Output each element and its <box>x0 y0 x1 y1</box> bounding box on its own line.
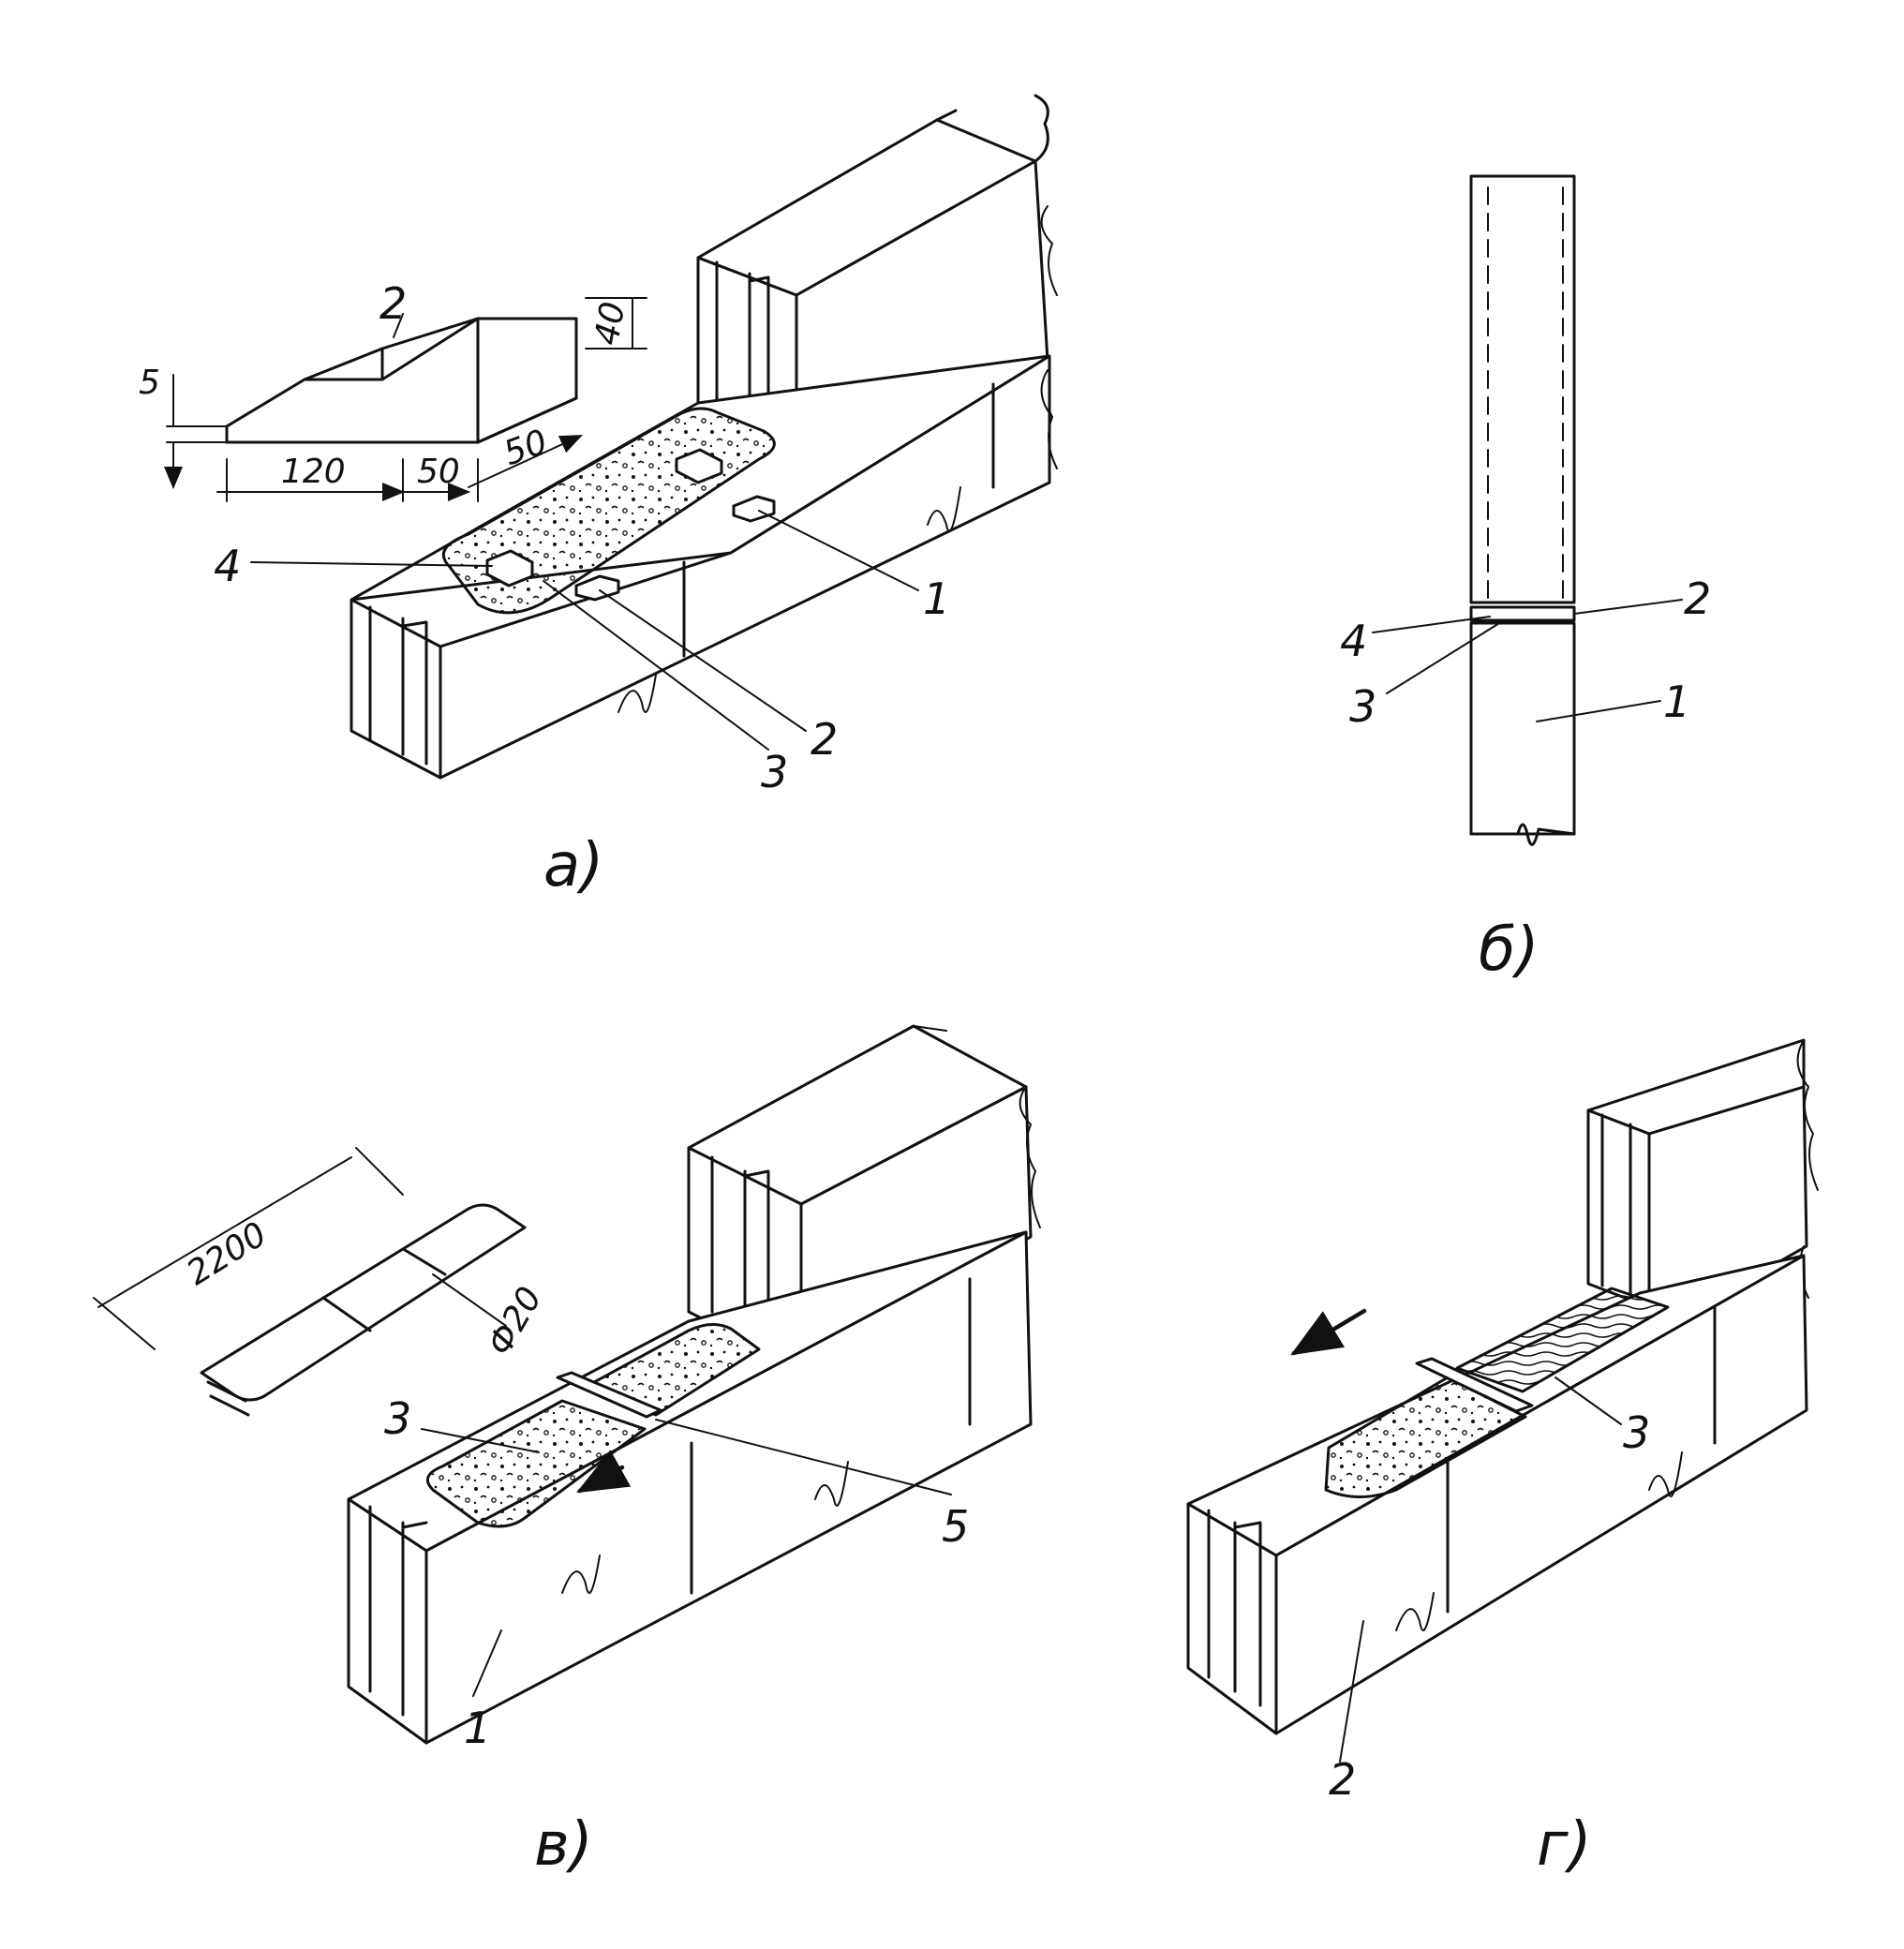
panel-b-upper-block <box>1469 174 1576 604</box>
panel-d-divider <box>1415 1357 1534 1413</box>
panel-c-tray-plan: 2200 Ф20 <box>93 1147 550 1417</box>
panel-a-insert-label-2: 2 <box>379 278 407 329</box>
panel-d: 3 2 г) <box>1186 1038 1819 1880</box>
panel-a-dim-50-a: 50 <box>417 453 460 491</box>
panel-b-label-2: 2 <box>1684 573 1711 624</box>
panel-d-levelled-layer <box>1455 1287 1670 1393</box>
panel-c: 3 5 1 в) 2200 Ф20 <box>93 1024 1041 1880</box>
panel-c-label-5: 5 <box>942 1501 969 1552</box>
panel-c-caption: в) <box>534 1810 593 1880</box>
panel-c-label-3: 3 <box>384 1393 411 1444</box>
panel-c-dim-2200: 2200 <box>180 1215 273 1293</box>
panel-a-label-4: 4 <box>214 541 241 591</box>
panel-d-label-2: 2 <box>1329 1754 1356 1805</box>
panel-a: 4 1 2 3 а) 2 5 40 120 50 50 <box>139 94 1058 900</box>
panel-c-tray-1 <box>425 1399 647 1528</box>
panel-c-tray-2 <box>584 1323 761 1417</box>
panel-c-label-1: 1 <box>464 1703 491 1753</box>
panel-a-dim-40: 40 <box>588 299 632 348</box>
panel-b-label-4: 4 <box>1340 616 1367 666</box>
panel-a-label-1: 1 <box>923 573 950 624</box>
panel-d-mortar <box>1324 1376 1527 1498</box>
panel-d-label-3: 3 <box>1623 1407 1650 1458</box>
panel-a-label-2: 2 <box>811 714 838 765</box>
panel-a-caption: а) <box>543 831 603 900</box>
panel-a-dim-5: 5 <box>139 364 160 402</box>
panel-a-wedge-2 <box>574 574 620 602</box>
panel-b-joint <box>1469 605 1576 622</box>
panel-b: 2 4 3 1 б) <box>1340 174 1711 985</box>
panel-b-lower-block <box>1469 621 1576 836</box>
panel-d-upper-block <box>1586 1038 1819 1337</box>
panel-c-divider-5 <box>556 1371 662 1419</box>
panel-a-wedge-detail: 2 5 40 120 50 50 <box>139 278 647 501</box>
panel-d-caption: г) <box>1537 1810 1592 1880</box>
panel-c-dim-phi20: Ф20 <box>481 1281 550 1362</box>
panel-a-wedge-right <box>732 495 776 523</box>
panel-a-dim-120: 120 <box>281 453 346 491</box>
panel-b-caption: б) <box>1479 915 1539 985</box>
panel-b-label-1: 1 <box>1663 677 1690 727</box>
panel-a-pad-4 <box>485 549 534 588</box>
panel-b-label-3: 3 <box>1349 681 1376 732</box>
panel-d-lower-block <box>1186 1254 1808 1735</box>
panel-a-label-3: 3 <box>761 747 788 797</box>
panel-a-pad-top <box>675 448 723 484</box>
